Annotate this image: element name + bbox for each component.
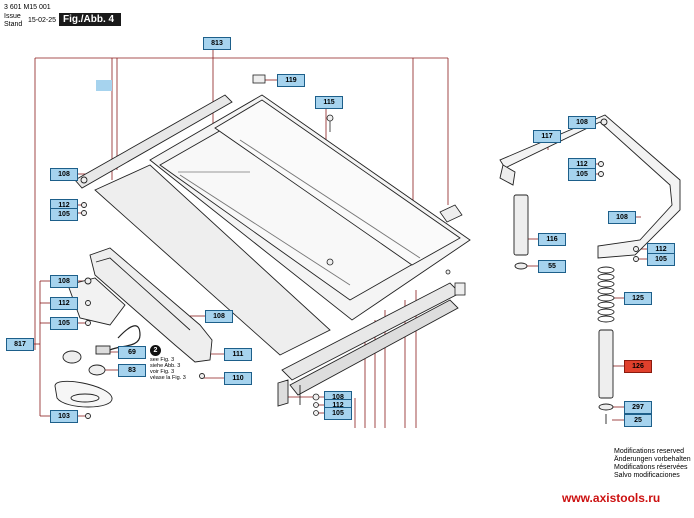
part-tag-25[interactable]: 25: [624, 414, 652, 427]
reference-note-fr: voir Fig. 3: [150, 369, 175, 375]
part-tag-55[interactable]: 55: [538, 260, 566, 273]
bottom-hardware: [312, 393, 320, 416]
stand-label: Stand: [4, 21, 23, 28]
part-tag-108-left[interactable]: 108: [50, 168, 78, 181]
part-tag-119[interactable]: 119: [277, 74, 305, 87]
part-tag-112-right[interactable]: 112: [568, 158, 596, 171]
part-tag-108-mid[interactable]: 108: [205, 310, 233, 323]
part-tag-116[interactable]: 116: [538, 233, 566, 246]
figure-label: Fig./Abb. 4: [59, 13, 121, 26]
part-tag-117[interactable]: 117: [533, 130, 561, 143]
reference-note-es: véase la Fig. 3: [150, 375, 186, 381]
part-tag-817[interactable]: 817: [6, 338, 34, 351]
modifications-notice: Modifications reserved Änderungen vorbeh…: [614, 448, 691, 480]
right-components: [499, 114, 681, 424]
reference-note-de: siehe Abb. 3: [150, 363, 181, 369]
website-link[interactable]: www.axistools.ru: [562, 491, 661, 505]
table-top: [94, 94, 471, 356]
part-tag-115[interactable]: 115: [315, 96, 343, 109]
left-components: [54, 176, 213, 419]
issue-date: 15-02-25: [28, 17, 57, 24]
modifications-fr: Modifications réservées: [614, 464, 688, 471]
part-tag-105-left[interactable]: 105: [50, 208, 78, 221]
part-tag-69[interactable]: 69: [118, 346, 146, 359]
part-tag-105-right-2[interactable]: 105: [647, 253, 675, 266]
small-parts: [252, 74, 466, 296]
modifications-es: Salvo modificaciones: [614, 472, 680, 479]
part-tag-108-right-2[interactable]: 108: [608, 211, 636, 224]
part-tag-108-group[interactable]: 108: [50, 275, 78, 288]
issue-label: Issue: [4, 13, 21, 20]
reference-note-en: see Fig. 3: [150, 357, 175, 363]
blank-marker: [96, 80, 112, 91]
part-tag-297[interactable]: 297: [624, 401, 652, 414]
part-tag-112-group[interactable]: 112: [50, 297, 78, 310]
part-tag-83[interactable]: 83: [118, 364, 146, 377]
part-tag-105-group[interactable]: 105: [50, 317, 78, 330]
doc-number: 3 601 M15 001: [4, 4, 51, 11]
part-tag-103[interactable]: 103: [50, 410, 78, 423]
part-tag-105-right[interactable]: 105: [568, 168, 596, 181]
modifications-en: Modifications reserved: [614, 448, 685, 455]
part-tag-105-bottom[interactable]: 105: [324, 407, 352, 420]
part-tag-108-right[interactable]: 108: [568, 116, 596, 129]
rails: [74, 94, 461, 407]
part-tag-813[interactable]: 813: [203, 37, 231, 50]
reference-number: 2: [150, 345, 161, 356]
part-tag-110[interactable]: 110: [224, 372, 252, 385]
part-tag-111[interactable]: 111: [224, 348, 252, 361]
modifications-de: Änderungen vorbehalten: [614, 456, 691, 463]
part-tag-126-highlighted[interactable]: 126: [624, 360, 652, 373]
part-tag-125[interactable]: 125: [624, 292, 652, 305]
